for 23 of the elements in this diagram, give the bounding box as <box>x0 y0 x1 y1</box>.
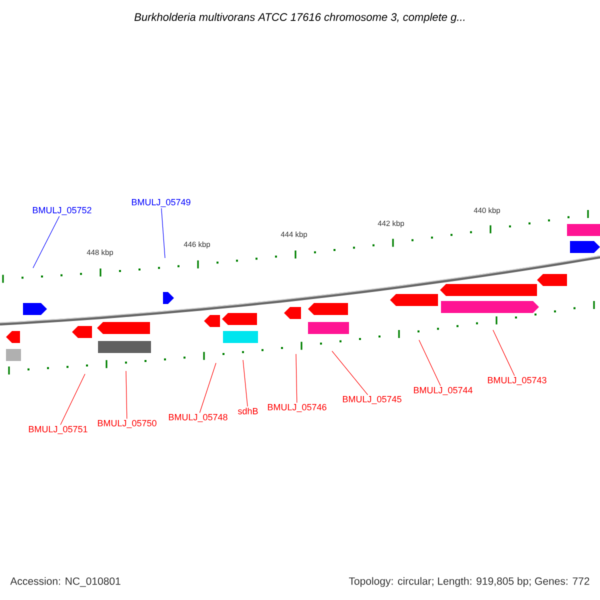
leader-line <box>242 360 248 407</box>
gene-label: BMULJ_05748 <box>168 414 228 422</box>
leader-line <box>332 350 368 396</box>
leader-line <box>296 354 298 404</box>
gene-label: BMULJ_05751 <box>28 426 88 434</box>
leader-line <box>161 208 166 258</box>
leader-line <box>126 370 128 420</box>
leader-line <box>199 362 216 414</box>
gene-label: BMULJ_05745 <box>342 396 402 404</box>
gene-label: BMULJ_05744 <box>414 386 472 396</box>
leader-line <box>60 374 86 426</box>
gene-label: BMULJ_05752 <box>32 206 92 216</box>
gene-label: BMULJ_05743 <box>488 376 546 386</box>
stats-text: Topology: circular; Length: 919,805 bp; Genes: 772 <box>348 577 590 587</box>
gene-label: BMULJ_05750 <box>98 420 156 428</box>
gene-label: sdhB <box>238 408 258 414</box>
title: Burkholderia multivorans ATCC 17616 chromosome 3, complete g... <box>134 12 464 24</box>
leader-line <box>32 216 60 268</box>
leader-line <box>418 340 441 386</box>
leader-line <box>492 330 515 376</box>
gene-label: BMULJ_05749 <box>132 198 190 208</box>
gene-label: BMULJ_05746 <box>268 404 326 412</box>
accession-text: Accession: NC_010801 <box>10 577 120 587</box>
